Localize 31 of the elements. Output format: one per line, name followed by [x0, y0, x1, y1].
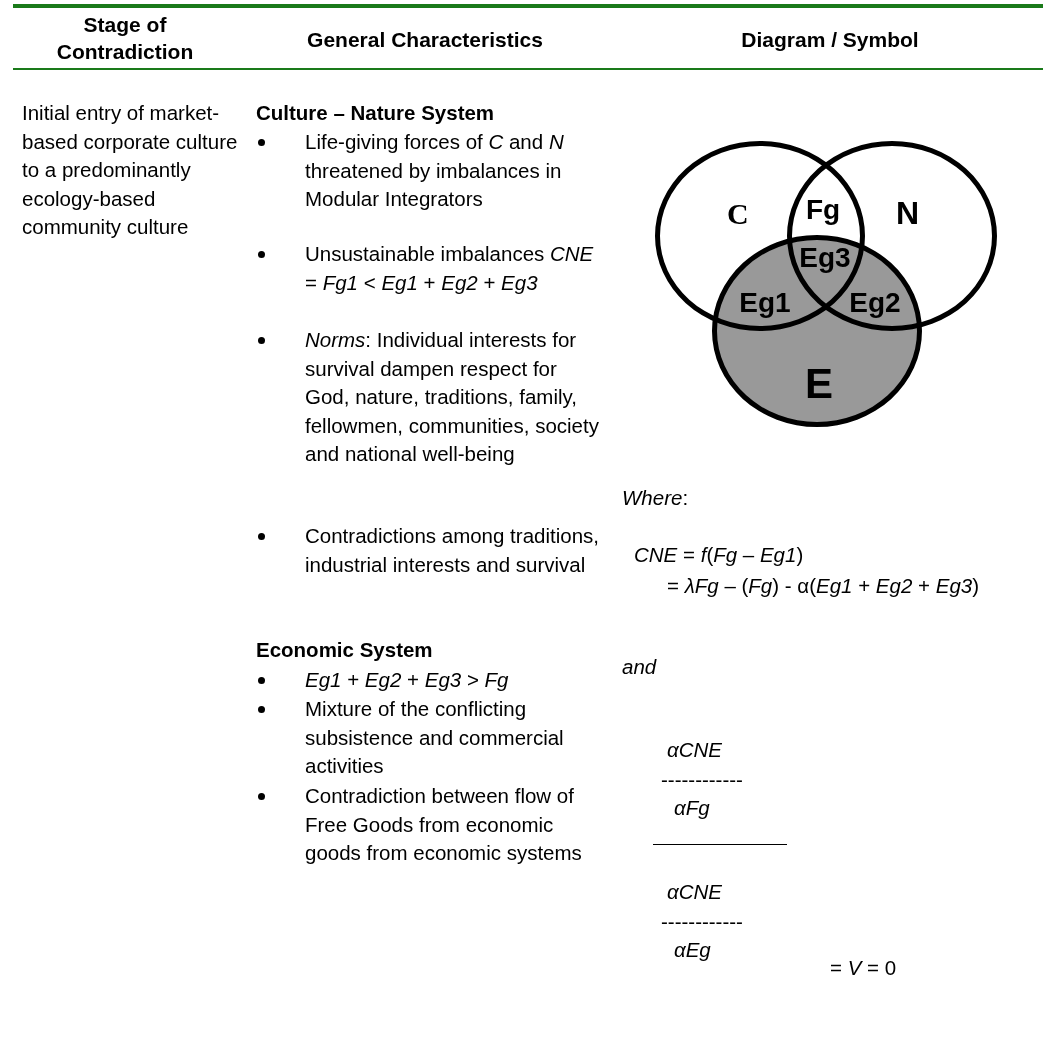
region-label: Eg2 — [848, 288, 902, 318]
bullet-text: Contradictions among traditions, industrial interests and survival — [305, 523, 600, 578]
text: CNE = f(Fg – Eg1) — [634, 542, 805, 568]
text: αEg — [674, 937, 712, 963]
column-header: Diagram / Symbol — [740, 27, 920, 53]
column-header: Stage of Contradiction — [55, 12, 195, 65]
circle-label: N — [896, 197, 920, 229]
section-heading: Economic System — [256, 637, 434, 663]
text: αFg — [674, 795, 711, 821]
text: ------------ — [661, 767, 744, 793]
text: ------------ — [661, 909, 744, 935]
equation: = λFg – (Fg) - α(Eg1 + Eg2 + Eg3) — [667, 573, 980, 599]
bullet-text: Eg1 + Eg2 + Eg3 > Fg — [305, 667, 510, 693]
circle-label: C — [727, 199, 749, 229]
region-label: Fg — [804, 195, 842, 225]
section-heading: Culture – Nature System — [256, 100, 496, 126]
text: Where: — [622, 485, 690, 511]
column-header: General Characteristics — [306, 27, 544, 53]
bullet-text: Life-giving forces of C and N threatened by imbalances in Modular Integrators — [305, 129, 565, 212]
circle-label: E — [805, 363, 833, 405]
text: αCNE — [667, 879, 723, 905]
text: = V = 0 — [830, 955, 898, 981]
region-label: Eg1 — [738, 288, 792, 318]
bullet-text: Contradiction between flow of Free Goods from economic goods from economic systems — [305, 783, 583, 866]
text: and — [622, 654, 658, 680]
bullet-text: Unsustainable imbalances CNE = Fg1 < Eg1 + Eg2 + Eg3 — [305, 241, 595, 296]
text: αCNE — [667, 737, 723, 763]
bullet-text: Norms: Individual interests for survival dampen respect for God, nature, traditions, family, fellowmen, communities, society and national well-being — [305, 327, 600, 467]
region-label: Eg3 — [798, 243, 852, 273]
bullet-text: Mixture of the conflicting subsistence and commercial activities — [305, 696, 565, 779]
text: Initial entry of market-based corporate culture to a predominantly ecology-based community culture — [22, 100, 239, 240]
